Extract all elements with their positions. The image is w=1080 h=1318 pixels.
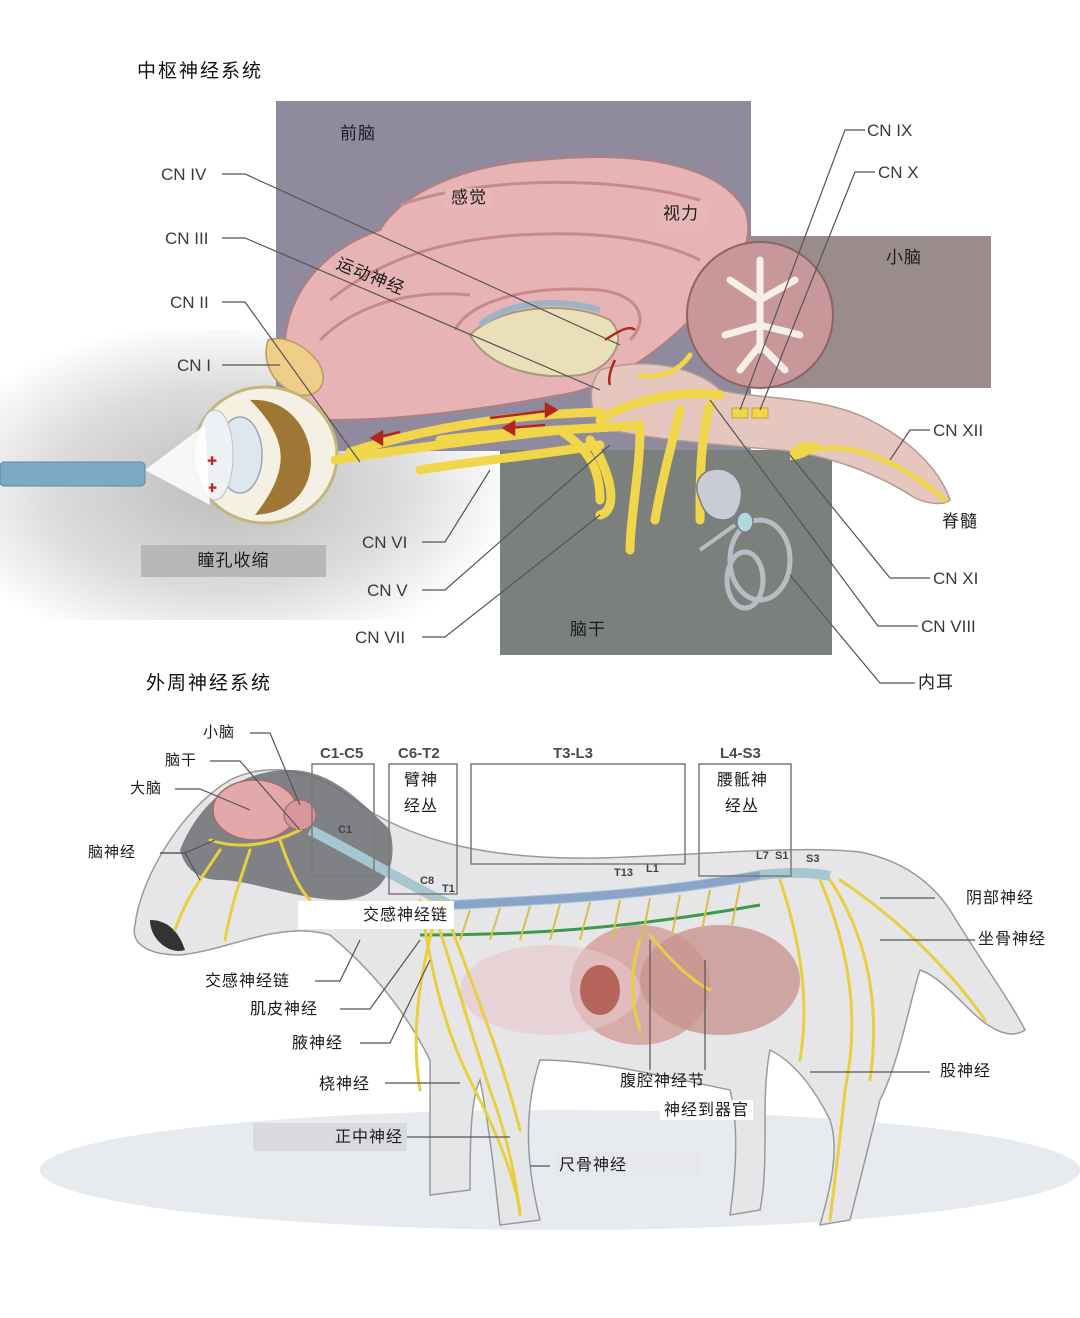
cns-title: 中枢神经系统 xyxy=(137,60,264,82)
inner-ear-shape xyxy=(696,468,793,611)
vertebra-c8: C8 xyxy=(420,875,435,887)
sensory-cortex-label: 感觉 xyxy=(445,188,493,209)
nerves-to-organs-label: 神经到器官 xyxy=(660,1100,754,1120)
light-beam xyxy=(145,425,210,505)
cn-ix-label: CN IX xyxy=(867,121,913,140)
dog-cerebellum-label: 小脑 xyxy=(203,723,236,741)
vision-cortex-label: 视力 xyxy=(655,202,707,227)
pudendal-nerve-label: 阴部神经 xyxy=(966,888,1035,907)
dog-cerebrum-label: 大脑 xyxy=(130,779,163,797)
cn-x-label: CN X xyxy=(878,163,919,182)
olfactory-bulb xyxy=(265,338,324,396)
axillary-nerve-label: 腋神经 xyxy=(292,1033,344,1052)
segment-t3-l3: T3-L3 xyxy=(553,745,594,762)
vertebra-s1: S1 xyxy=(775,850,789,862)
pupil-constriction-label: 瞳孔收缩 xyxy=(141,545,326,577)
forebrain-label: 前脑 xyxy=(340,124,376,144)
celiac-ganglion-label: 腹腔神经节 xyxy=(620,1071,706,1090)
cranial-nerve-bundle xyxy=(330,389,725,555)
vertebra-t13: T13 xyxy=(614,867,633,879)
lumbosacral-plexus-label-2: 经丛 xyxy=(725,796,760,815)
svg-text:✚: ✚ xyxy=(207,454,217,468)
sympathetic-chain-label: 交感神经链 xyxy=(205,971,291,990)
sympathetic-chain-box-label: 交感神经链 xyxy=(298,901,454,929)
vertebra-l7: L7 xyxy=(756,850,769,862)
cn-vii-label: CN VII xyxy=(355,628,406,647)
ulnar-nerve-label: 尺骨神经 xyxy=(555,1152,699,1178)
pns-title: 外周神经系统 xyxy=(146,672,273,694)
vertebra-c1: C1 xyxy=(338,824,353,836)
radial-nerve-label: 桡神经 xyxy=(319,1074,371,1093)
cn-viii-label: CN VIII xyxy=(921,617,976,636)
cn-xi-label: CN XI xyxy=(933,569,979,588)
segment-l4-s3: L4-S3 xyxy=(720,745,761,762)
brainstem-label: 脑干 xyxy=(570,620,606,640)
lumbosacral-plexus-label-1: 腰骶神 xyxy=(717,770,769,789)
eye-shape: ✚ ✚ xyxy=(191,385,339,525)
cns-leader-lines xyxy=(222,129,930,684)
cn-v-label: CN V xyxy=(367,581,408,600)
cn-i-label: CN I xyxy=(177,356,211,375)
cn-iv-label: CN IV xyxy=(161,165,207,184)
cerebellum-label: 小脑 xyxy=(886,248,922,268)
vertebra-t1: T1 xyxy=(442,883,455,895)
penlight xyxy=(0,461,146,487)
spinal-cord-label: 脊髓 xyxy=(942,512,978,532)
sciatic-nerve-label: 坐骨神经 xyxy=(978,929,1047,948)
svg-text:✚: ✚ xyxy=(207,481,217,495)
femoral-nerve-label: 股神经 xyxy=(940,1061,992,1080)
reflex-arrows xyxy=(369,326,636,447)
dog-brainstem-label: 脑干 xyxy=(165,751,198,769)
vertebra-s3: S3 xyxy=(806,853,820,865)
segment-c6-t2: C6-T2 xyxy=(398,745,440,762)
dog-cranial-nerves-label: 脑神经 xyxy=(88,843,137,861)
vertebra-l1: L1 xyxy=(646,863,659,875)
musculocutaneous-nerve-label: 肌皮神经 xyxy=(250,999,319,1018)
segment-boxes xyxy=(311,763,792,895)
cn-vi-label: CN VI xyxy=(362,533,408,552)
cn-xii-label: CN XII xyxy=(933,421,984,440)
median-nerve-label: 正中神经 xyxy=(253,1123,407,1151)
cn-iii-label: CN III xyxy=(165,229,209,248)
inner-ear-label: 内耳 xyxy=(918,673,954,693)
brachial-plexus-label-1: 臂神 xyxy=(404,770,439,789)
brachial-plexus-label-2: 经丛 xyxy=(404,796,439,815)
pns-leader-lines xyxy=(160,732,975,1167)
cns-illustration: ✚ ✚ xyxy=(0,129,951,684)
segment-c1-c5: C1-C5 xyxy=(320,745,364,762)
cn-ii-label: CN II xyxy=(170,293,209,312)
